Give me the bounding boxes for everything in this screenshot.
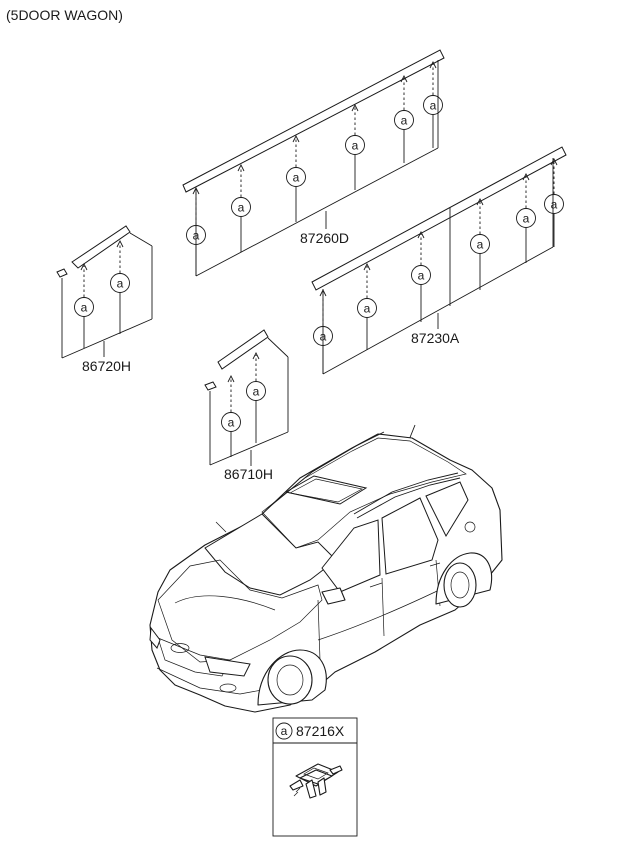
clip-illustration [289,763,343,799]
vehicle-illustration [149,424,503,713]
callout-circle[interactable]: a [286,167,306,187]
callout-circle[interactable]: a [186,225,206,245]
legend-part-number: 87216X [296,723,345,739]
callout-circle[interactable]: a [345,135,365,155]
moulding-86710H[interactable]: 86710H [204,329,289,482]
callout-circle[interactable]: a [411,265,431,285]
legend-callout-circle: a [275,722,293,740]
front-wheel [267,655,313,705]
moulding-87230A[interactable]: 87230A [311,146,567,375]
callout-circle[interactable]: a [470,234,490,254]
callout-circle[interactable]: a [357,298,377,318]
callout-circle[interactable]: a [110,273,130,293]
svg-text:a: a [253,385,260,399]
headlight-right [204,656,251,677]
moulding-strip-86710H [217,329,269,370]
part-number-86720H: 86720H [82,358,131,374]
svg-text:a: a [320,330,327,344]
sunroof [284,475,368,505]
callout-circle[interactable]: a [221,412,241,432]
brand-logo [170,643,190,653]
diagram-title: (5DOOR WAGON) [6,7,123,23]
callouts: a a a a a a a a a a a a a a a a [74,95,564,432]
svg-text:a: a [418,269,425,283]
rear-quarter-window [425,481,469,538]
svg-text:a: a [238,201,245,215]
svg-text:a: a [293,171,300,185]
rear-side-window [381,497,439,575]
svg-text:a: a [477,238,484,252]
moulding-strip-86720H [71,225,131,269]
callout-circle[interactable]: a [313,326,333,346]
svg-text:a: a [364,302,371,316]
front-side-window [321,519,381,593]
svg-text:a: a [228,416,235,430]
callout-circle[interactable]: a [423,95,443,115]
svg-text:a: a [352,139,359,153]
svg-text:a: a [281,724,288,738]
headlight-left [149,626,161,649]
svg-text:a: a [117,277,124,291]
moulding-strip-87260D [182,49,445,193]
part-number-87260D: 87260D [300,230,349,246]
svg-text:a: a [401,114,408,128]
callout-circle[interactable]: a [516,208,536,228]
fog-light [219,683,237,693]
legend-box-87216X[interactable]: a 87216X [272,717,358,837]
moulding-strip-87230A [311,146,567,291]
fuel-cap [464,521,476,533]
callout-circle[interactable]: a [246,381,266,401]
callout-circle[interactable]: a [231,197,251,217]
moulding-86720H[interactable]: 86720H [56,225,153,374]
moulding-87260D[interactable]: 87260D [182,49,445,277]
callout-circle[interactable]: a [74,297,94,317]
part-number-86710H: 86710H [224,466,273,482]
part-number-87230A: 87230A [411,330,460,346]
callout-circle[interactable]: a [544,194,564,214]
svg-text:a: a [523,212,530,226]
svg-text:a: a [430,99,437,113]
rear-wheel [443,562,477,608]
svg-text:a: a [551,198,558,212]
svg-text:a: a [81,301,88,315]
side-mirror [321,587,346,605]
callout-circle[interactable]: a [394,110,414,130]
svg-text:a: a [193,229,200,243]
